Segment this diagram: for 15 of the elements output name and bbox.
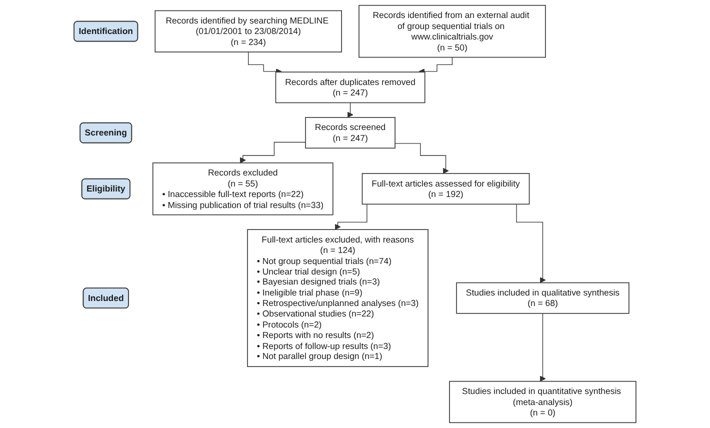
arrow [394, 143, 449, 174]
node-box: Full-text articles assessed for eligibility (n = 192) [362, 173, 530, 205]
node-box: Records identified from an external audit of group sequential trials on www.clinicaltrials.gov (n = 50) [358, 4, 546, 58]
node-box: Studies included in qualitative synthesis (n = 68) [456, 282, 630, 314]
node-box: Studies included in quantitative synthesis (meta-analysis) (n = 0) [449, 380, 636, 424]
node-box: Records screened (n = 247) [305, 117, 396, 149]
arrow [347, 102, 354, 118]
node-box: Records identified by searching MEDLINE (01/01/2001 to 23/08/2014) (n = 234) [154, 10, 342, 52]
arrow [240, 142, 306, 164]
node-box: Records after duplicates removed (n = 247) [275, 72, 426, 104]
arrow [540, 313, 546, 382]
node-box: Full-text articles excluded, with reasons (n = 124) • Not group sequential trials (n=74) • Unclear trial design (n=5) • Bayesian designed trials (n=3) • Ineligible trial phase (n=9) • Retrospective/unplanned analyses (n=3) • Observational studies (n=22) • Protocols (n=2) • Reports with no results (n=2) • Reports of follow-up results (n=3) • Not parallel group design (n=1) [247, 229, 428, 368]
arrow [418, 56, 453, 74]
arrow [248, 52, 282, 74]
node-box: Records excluded (n = 55) • Inaccessible full-text reports (n=22) • Missing publication of trial results (n=33) [152, 162, 334, 216]
